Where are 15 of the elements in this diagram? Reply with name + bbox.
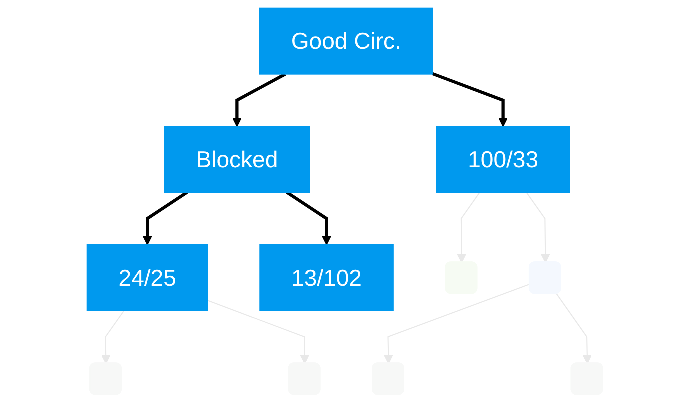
node-box: 13/102 bbox=[260, 244, 394, 312]
node-box: 24/25 bbox=[87, 244, 209, 312]
arrow bbox=[556, 294, 592, 364]
node-box: 100/33 bbox=[436, 126, 571, 194]
arrow bbox=[102, 310, 126, 364]
arrow bbox=[432, 72, 508, 128]
arrow bbox=[143, 191, 189, 246]
node-box: Good Circ. bbox=[260, 8, 434, 75]
arrow bbox=[233, 72, 287, 128]
node-box: Blocked bbox=[164, 126, 311, 194]
arrow bbox=[458, 192, 481, 264]
arrow bbox=[286, 191, 332, 246]
arrow bbox=[526, 192, 551, 264]
arrow bbox=[208, 300, 310, 364]
arrow bbox=[384, 284, 531, 364]
